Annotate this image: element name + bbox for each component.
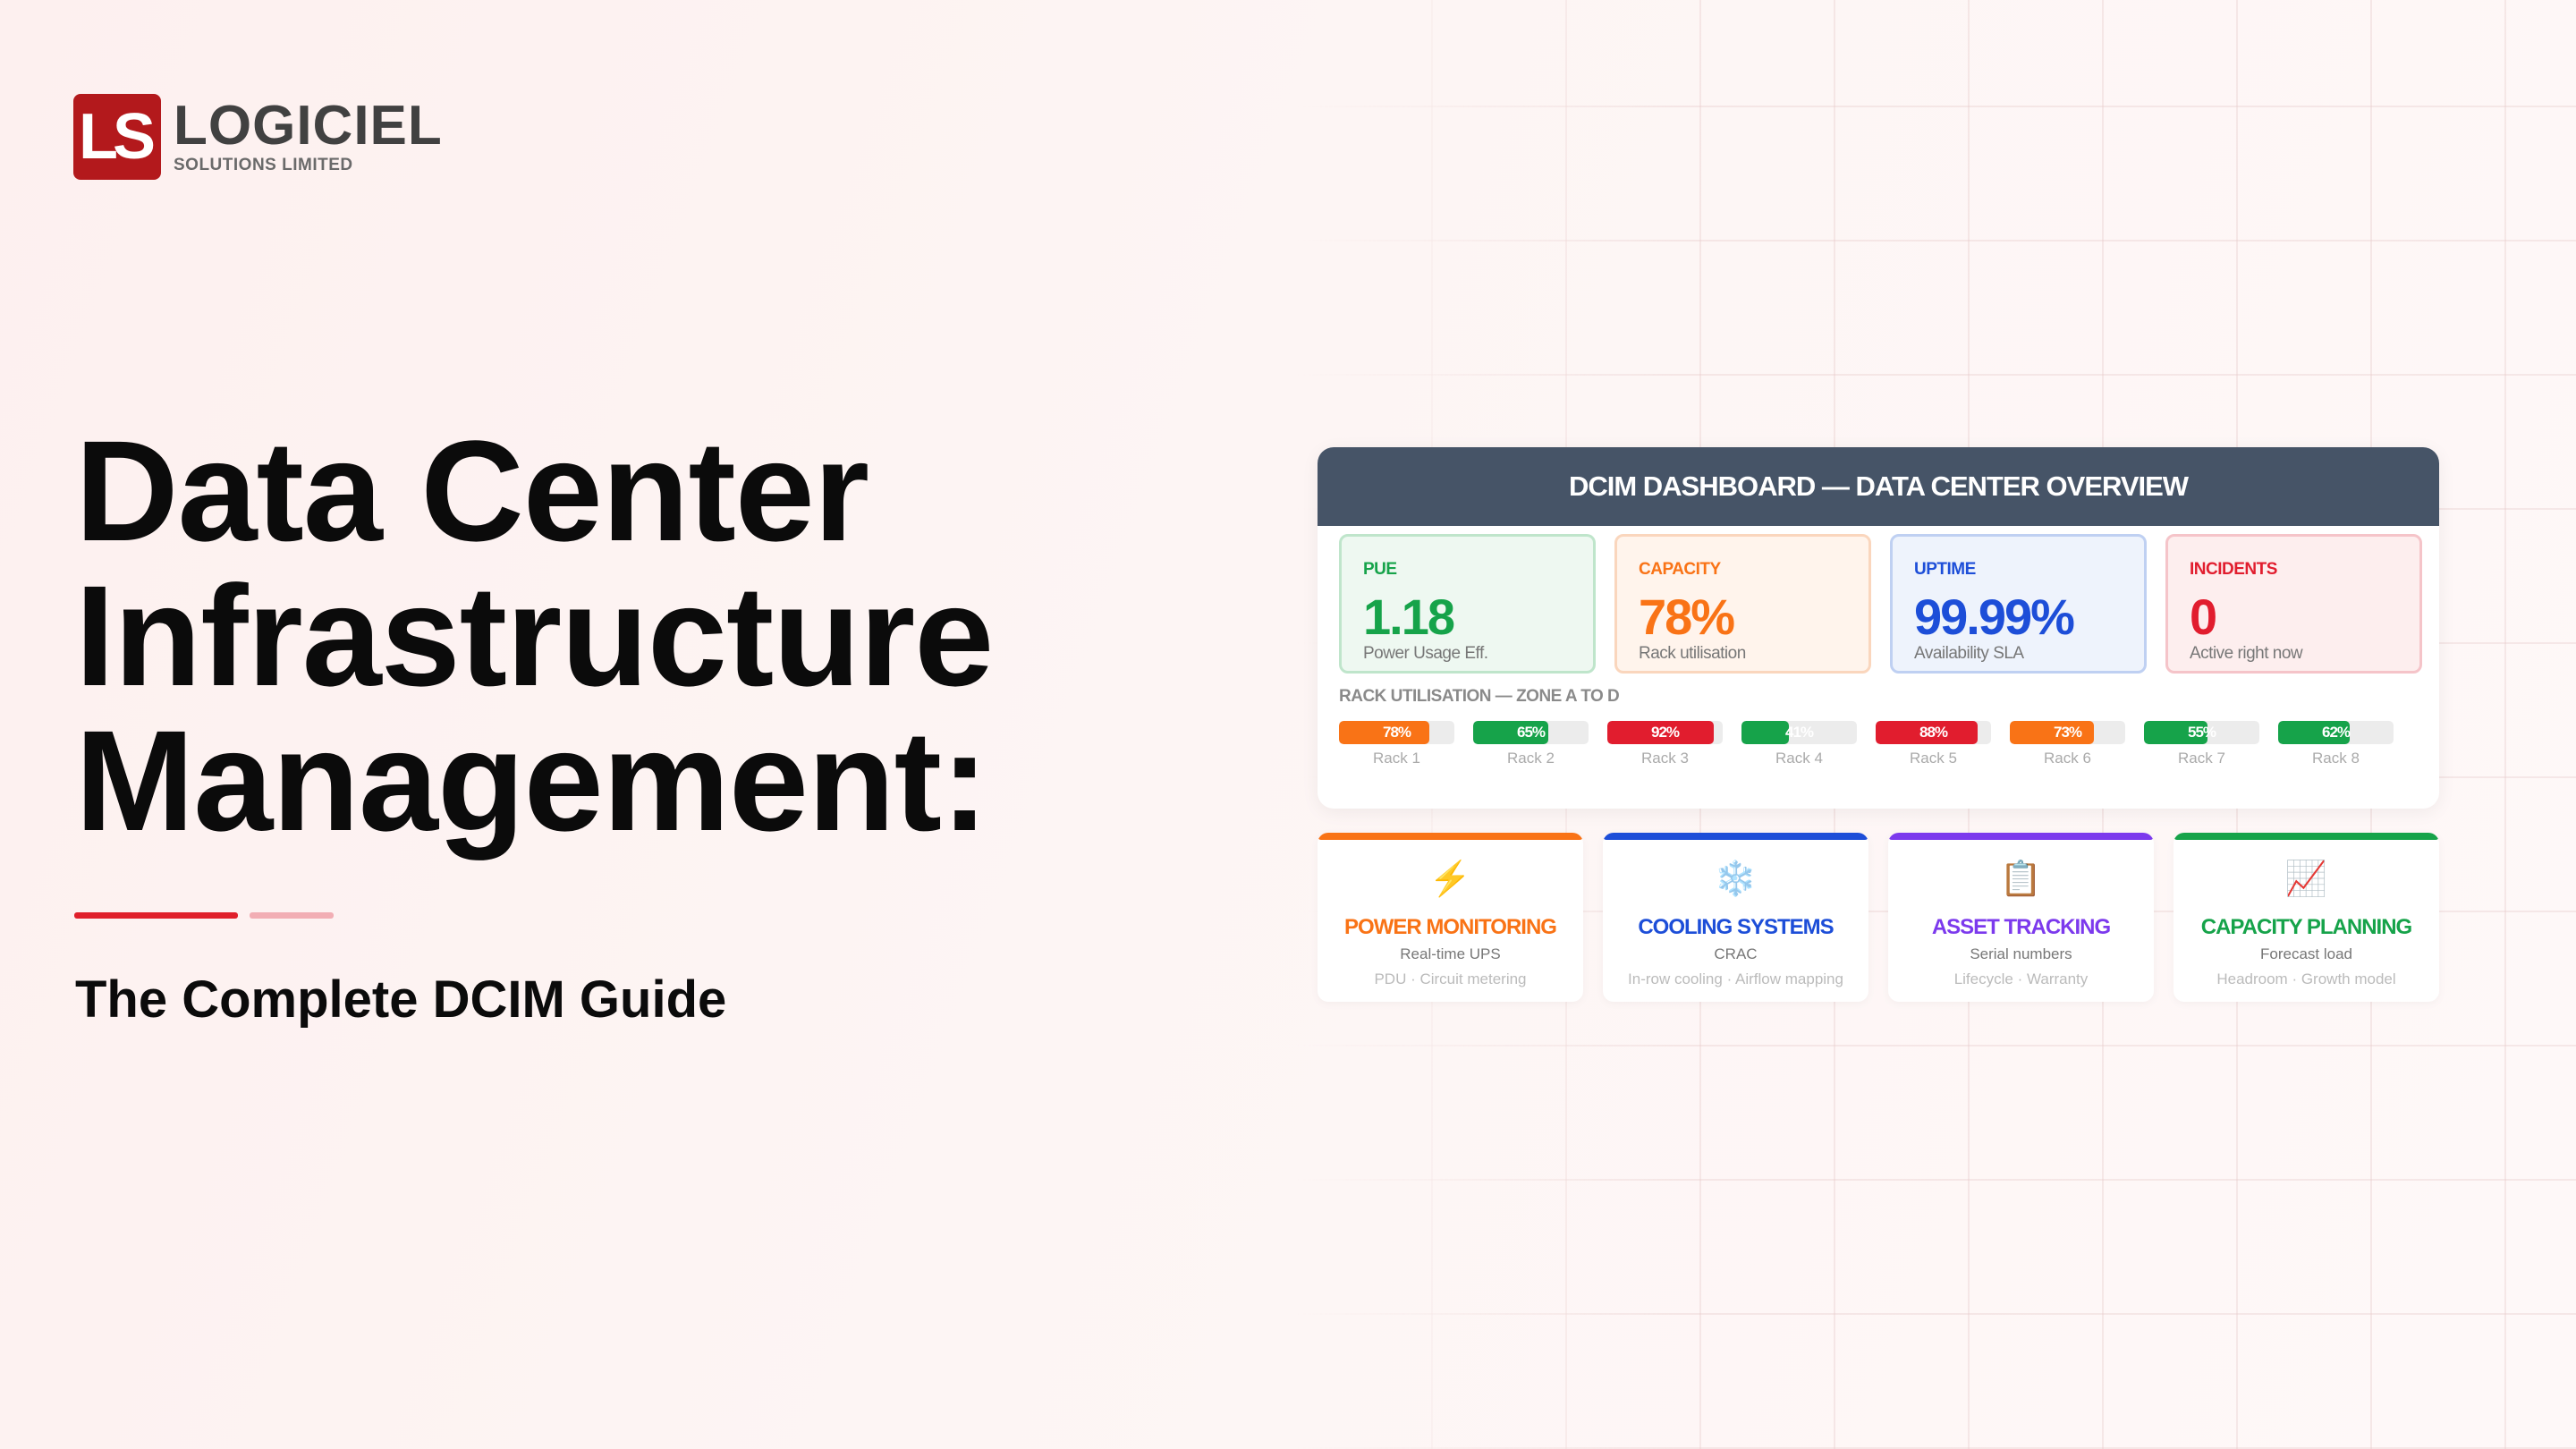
kpi-card-pue: PUE 1.18 Power Usage Eff.	[1339, 534, 1596, 674]
rack-name: Rack 7	[2178, 750, 2225, 767]
rack-name: Rack 8	[2312, 750, 2360, 767]
rack-percent: 62%	[2321, 724, 2351, 741]
rack-bar-fill	[1741, 721, 1789, 744]
rack-utilisation-bar: 88%	[1876, 721, 1991, 744]
rack-item: 88% Rack 5	[1876, 721, 1991, 767]
rack-bar-fill	[2010, 721, 2095, 744]
feature-accent-bar	[1888, 833, 2154, 840]
rack-item: 41% Rack 4	[1741, 721, 1857, 767]
rack-name: Rack 2	[1507, 750, 1555, 767]
rack-utilisation-bar: 73%	[2010, 721, 2125, 744]
feature-card: ❄️ COOLING SYSTEMS CRAC In-row cooling ·…	[1603, 833, 1868, 1002]
logo-name: LOGICIEL	[174, 95, 443, 157]
feature-title: COOLING SYSTEMS	[1638, 915, 1834, 939]
rack-percent: 41%	[1784, 724, 1814, 741]
feature-details: PDU · Circuit metering	[1374, 970, 1527, 987]
feature-subtitle: Real-time UPS	[1400, 945, 1501, 962]
kpi-sub: Availability SLA	[1914, 644, 2024, 663]
dashboard-title: DCIM DASHBOARD — DATA CENTER OVERVIEW	[1318, 447, 2439, 526]
kpi-label: PUE	[1363, 560, 1397, 579]
rack-utilisation-bar: 41%	[1741, 721, 1857, 744]
kpi-sub: Power Usage Eff.	[1363, 644, 1488, 663]
kpi-value: 0	[2190, 589, 2217, 645]
rack-item: 73% Rack 6	[2010, 721, 2125, 767]
kpi-card-uptime: UPTIME 99.99% Availability SLA	[1890, 534, 2147, 674]
kpi-label: UPTIME	[1914, 560, 1976, 579]
kpi-sub: Rack utilisation	[1639, 644, 1746, 663]
clipboard-icon: 📋	[1999, 860, 2043, 898]
feature-accent-bar	[2174, 833, 2439, 840]
page-title: Data Center Infrastructure Management:	[75, 411, 994, 860]
feature-title: POWER MONITORING	[1344, 915, 1557, 939]
rack-percent: 73%	[2053, 724, 2082, 741]
kpi-label: INCIDENTS	[2190, 560, 2277, 579]
rack-utilisation-bar: 78%	[1339, 721, 1454, 744]
rack-name: Rack 5	[1910, 750, 1957, 767]
page-subtitle: The Complete DCIM Guide	[75, 970, 727, 1029]
rack-utilisation-bar: 65%	[1473, 721, 1589, 744]
logo: LS LOGICIEL SOLUTIONS LIMITED	[73, 94, 443, 180]
rack-bar-fill	[2278, 721, 2350, 744]
lightning-icon: ⚡	[1428, 860, 1472, 898]
feature-details: In-row cooling · Airflow mapping	[1628, 970, 1843, 987]
rack-item: 92% Rack 3	[1607, 721, 1723, 767]
feature-title: CAPACITY PLANNING	[2200, 915, 2412, 939]
feature-subtitle: Serial numbers	[1970, 945, 2072, 962]
rack-percent: 65%	[1516, 724, 1546, 741]
rack-item: 55% Rack 7	[2144, 721, 2259, 767]
rack-bar-fill	[1607, 721, 1714, 744]
rack-section-title: RACK UTILISATION — ZONE A TO D	[1339, 687, 1620, 706]
rack-utilisation-bar: 92%	[1607, 721, 1723, 744]
chart-increasing-icon: 📈	[2284, 860, 2328, 898]
kpi-card-capacity: CAPACITY 78% Rack utilisation	[1614, 534, 1871, 674]
rack-utilisation-bar: 55%	[2144, 721, 2259, 744]
kpi-sub: Active right now	[2190, 644, 2303, 663]
rack-percent: 88%	[1919, 724, 1948, 741]
logo-tagline: SOLUTIONS LIMITED	[174, 156, 353, 174]
rack-bar-fill	[1339, 721, 1429, 744]
divider-accent	[74, 912, 238, 919]
feature-details: Headroom · Growth model	[2216, 970, 2396, 987]
rack-item: 65% Rack 2	[1473, 721, 1589, 767]
title-line: Infrastructure	[75, 555, 994, 716]
feature-details: Lifecycle · Warranty	[1953, 970, 2089, 987]
rack-percent: 55%	[2187, 724, 2216, 741]
rack-percent: 92%	[1650, 724, 1680, 741]
feature-card: 📋 ASSET TRACKING Serial numbers Lifecycl…	[1888, 833, 2154, 1002]
feature-card: ⚡ POWER MONITORING Real-time UPS PDU · C…	[1318, 833, 1583, 1002]
title-line: Management:	[75, 700, 988, 860]
kpi-card-incidents: INCIDENTS 0 Active right now	[2165, 534, 2422, 674]
kpi-value: 99.99%	[1914, 589, 2075, 645]
rack-name: Rack 1	[1373, 750, 1420, 767]
rack-percent: 78%	[1382, 724, 1411, 741]
snowflake-icon: ❄️	[1714, 860, 1758, 898]
feature-accent-bar	[1603, 833, 1868, 840]
rack-name: Rack 6	[2044, 750, 2091, 767]
rack-bar-fill	[2144, 721, 2207, 744]
dcim-dashboard: DCIM DASHBOARD — DATA CENTER OVERVIEW PU…	[1318, 447, 2439, 809]
rack-name: Rack 3	[1641, 750, 1689, 767]
rack-item: 78% Rack 1	[1339, 721, 1454, 767]
kpi-value: 78%	[1639, 589, 1735, 645]
feature-accent-bar	[1318, 833, 1583, 840]
feature-title: ASSET TRACKING	[1931, 915, 2111, 939]
rack-bar-fill	[1876, 721, 1978, 744]
kpi-value: 1.18	[1363, 589, 1455, 645]
rack-bar-fill	[1473, 721, 1548, 744]
divider-accent-light	[250, 912, 334, 919]
kpi-label: CAPACITY	[1639, 560, 1721, 579]
rack-utilisation-bar: 62%	[2278, 721, 2394, 744]
title-line: Data Center	[75, 411, 869, 571]
feature-card: 📈 CAPACITY PLANNING Forecast load Headro…	[2174, 833, 2439, 1002]
feature-subtitle: Forecast load	[2260, 945, 2352, 962]
logo-mark: LS	[73, 94, 161, 180]
rack-name: Rack 4	[1775, 750, 1823, 767]
rack-item: 62% Rack 8	[2278, 721, 2394, 767]
feature-subtitle: CRAC	[1714, 945, 1758, 962]
